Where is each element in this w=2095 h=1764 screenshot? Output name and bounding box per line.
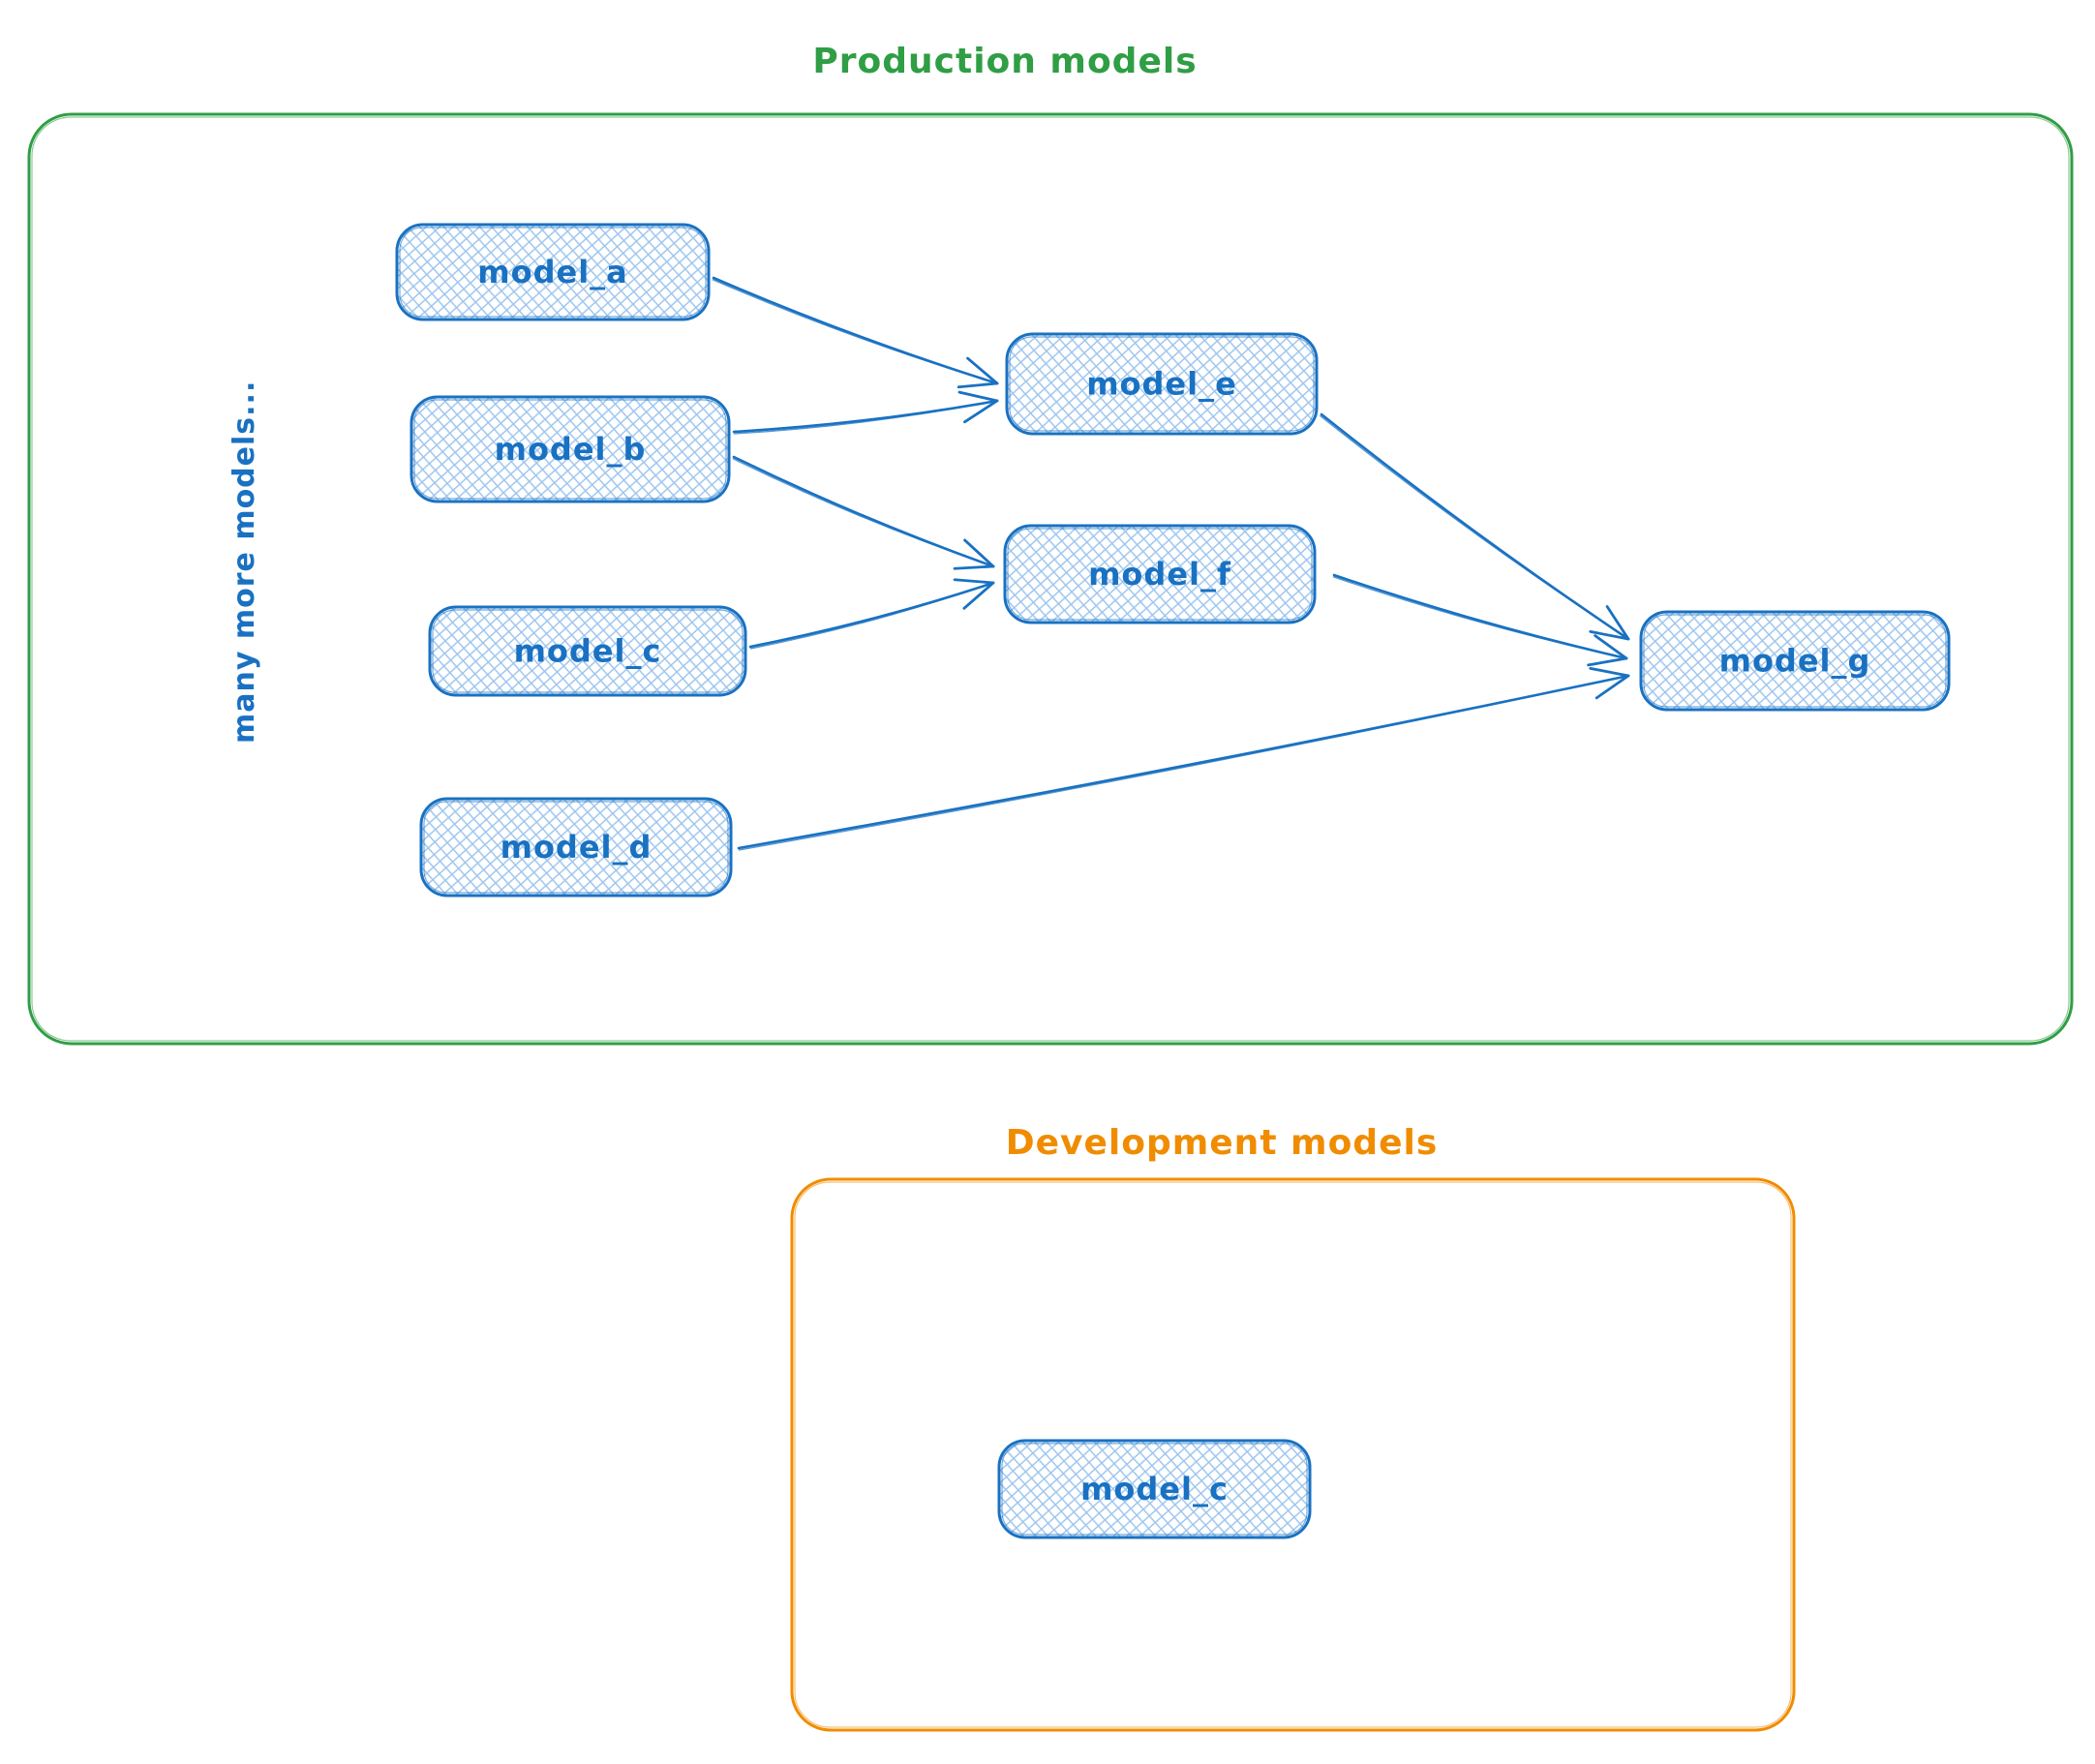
edge-model_d-to-model_g [737,666,1630,851]
edge-line-sketch [712,279,998,384]
edge-line [748,581,995,649]
node-label: model_c [1080,1471,1229,1507]
edge-line [712,276,999,385]
node-box-sketch [432,609,744,693]
arrowhead-line-2 [1587,656,1628,667]
edge-line-sketch [1320,414,1629,640]
node-box-sketch [423,801,729,894]
node-box-sketch [399,227,707,318]
edge-line-sketch [733,400,998,435]
edge-model_b-to-model_f [732,455,995,570]
node-model_c: model_c [428,605,747,697]
node-model_g: model_g [1639,610,1951,712]
node-label: model_g [1719,643,1871,680]
node-label: model_c [514,633,662,670]
node-label: model_e [1086,366,1237,403]
arrowhead-line-2 [962,581,995,610]
node-label: model_d [501,829,653,866]
node-box [1639,610,1951,712]
node-model_f: model_f [1003,524,1317,624]
edge-model_f-to-model_g [1332,573,1628,667]
group-frame-production [27,112,2074,1046]
node-box [428,605,747,697]
node-model_d: model_d [419,797,733,897]
node-box-sketch [413,399,727,500]
group-frame-outline [27,112,2074,1046]
arrowhead-line-2 [1594,674,1630,700]
group-frame-development [790,1177,1796,1732]
node-box [1003,524,1317,624]
edge-line-sketch [732,458,994,567]
arrowhead-line-1 [957,390,999,403]
arrowhead-line-2 [956,381,999,389]
node-box [1005,332,1319,436]
edge-model_a-to-model_e [712,276,999,389]
node-box [997,1439,1312,1539]
arrowhead-line-1 [1605,605,1630,641]
arrowhead-line-1 [1589,666,1630,678]
node-label: model_b [495,431,647,468]
node-model_b: model_b [410,395,731,503]
node-box [410,395,731,503]
group-frame-outline [790,1177,1796,1732]
node-model_c_dev: model_c [997,1439,1312,1539]
many-more-models-label: many more models... [228,380,261,744]
node-label: model_a [477,254,628,290]
development-title: Development models [1006,1123,1439,1163]
node-box [395,223,711,321]
arrowhead-line-2 [1589,630,1630,641]
edge-model_e-to-model_g [1320,412,1630,641]
arrowhead-line-1 [963,538,995,568]
arrowhead-line-2 [963,399,999,424]
edge-line [1332,573,1628,660]
node-model_e: model_e [1005,332,1319,436]
edge-model_b-to-model_e [732,390,999,435]
node-box-sketch [1009,336,1315,432]
edge-line-sketch [738,675,1629,851]
production-title: Production models [812,42,1197,81]
node-box-sketch [1007,528,1313,621]
arrowhead-line-1 [1594,634,1628,660]
group-frame-sketch [31,116,2070,1042]
node-box-sketch [1643,614,1947,708]
node-model_a: model_a [395,223,711,321]
arrowhead-line-1 [953,578,995,585]
edge-line [732,455,995,568]
node-label: model_f [1088,556,1231,593]
arrowhead-line-1 [966,356,999,385]
edge-model_c-to-model_f [748,578,995,650]
group-frame-sketch [794,1181,1792,1728]
edge-line-sketch [749,582,994,650]
arrowhead-line-2 [953,564,995,570]
edge-line [732,399,999,434]
node-box-sketch [1001,1443,1308,1536]
edge-line [1320,412,1630,641]
node-box [419,797,733,897]
edge-line [737,674,1630,850]
edge-line-sketch [1332,576,1627,659]
